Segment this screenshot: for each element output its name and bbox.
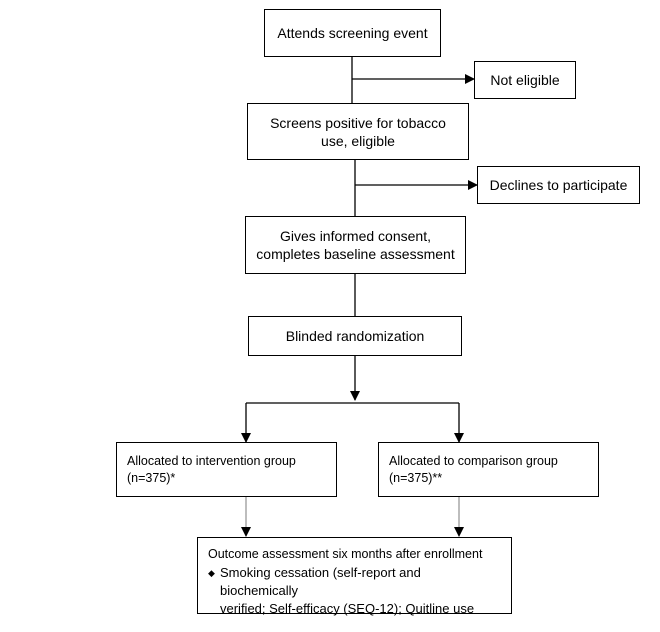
- box-attends-screening-label: Attends screening event: [277, 25, 428, 41]
- box-comparison-group: Allocated to comparison group (n=375)**: [378, 442, 599, 497]
- box-not-eligible-label: Not eligible: [490, 72, 560, 88]
- box-comparison-group-label: Allocated to comparison group (n=375)**: [389, 453, 558, 485]
- box-declines: Declines to participate: [477, 166, 640, 204]
- diamond-bullet-icon: ◆: [208, 568, 215, 578]
- box-intervention-group-label: Allocated to intervention group (n=375)*: [127, 453, 296, 485]
- box-outcome-assessment: Outcome assessment six months after enro…: [197, 537, 512, 616]
- box-screens-positive-label: Screens positive for tobacco use, eligib…: [270, 114, 446, 149]
- box-declines-label: Declines to participate: [489, 177, 628, 193]
- outcome-bullet-text: Smoking cessation (self-report and bioch…: [220, 565, 475, 616]
- outcome-bullet-item: ◆ Smoking cessation (self-report and bio…: [208, 564, 501, 618]
- box-consent-label: Gives informed consent, completes baseli…: [256, 228, 455, 262]
- box-attends-screening: Attends screening event: [264, 9, 441, 57]
- box-intervention-group: Allocated to intervention group (n=375)*: [116, 442, 337, 497]
- box-screens-positive: Screens positive for tobacco use, eligib…: [247, 103, 469, 160]
- box-randomization-label: Blinded randomization: [285, 328, 425, 344]
- box-randomization: Blinded randomization: [248, 316, 462, 356]
- box-not-eligible: Not eligible: [474, 61, 576, 99]
- box-consent: Gives informed consent, completes baseli…: [245, 216, 466, 274]
- outcome-heading: Outcome assessment six months after enro…: [208, 547, 483, 561]
